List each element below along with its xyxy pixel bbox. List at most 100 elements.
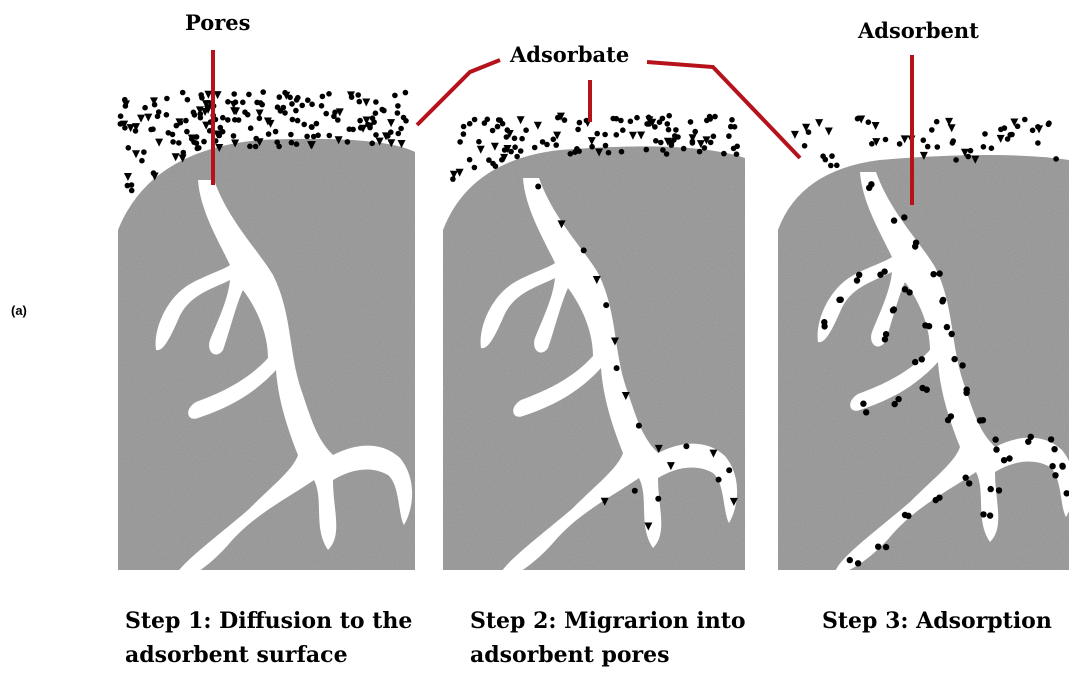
adsorbate-particle: [669, 140, 675, 146]
adsorbate-particle: [126, 145, 132, 151]
adsorbate-particle: [950, 138, 956, 144]
adsorbate-particle: [305, 97, 311, 103]
adsorbate-particle: [129, 188, 135, 194]
adsorbate-particle: [702, 145, 708, 151]
adsorbate-particle: [860, 401, 866, 407]
adsorbate-label: Adsorbate: [509, 42, 629, 67]
adsorbate-particle: [588, 137, 596, 145]
adsorbate-particle: [164, 112, 170, 118]
adsorbate-particle: [247, 144, 253, 150]
step2-caption-line1: Step 2: Migrarion into: [470, 608, 746, 634]
adsorbate-particle: [201, 139, 207, 145]
adsorbate-particle: [734, 151, 740, 157]
adsorbate-particle: [895, 396, 901, 402]
adsorbate-particle: [688, 119, 694, 125]
adsorbate-particle: [731, 146, 737, 152]
adsorbate-particle: [664, 151, 670, 157]
adsorbate-particle: [847, 557, 853, 563]
adsorbate-particle: [367, 125, 373, 131]
adsorbate-particle: [963, 475, 969, 481]
adsorbate-particle: [532, 145, 538, 151]
adsorbate-particle: [282, 110, 288, 116]
adsorbate-particle: [872, 122, 880, 130]
adsorbate-particle: [660, 116, 666, 122]
adsorbate-particle: [232, 117, 238, 123]
adsorbate-particle: [287, 95, 293, 101]
adsorbate-particle: [589, 144, 595, 150]
adsorbate-particle: [856, 272, 862, 278]
adsorbate-particle: [295, 118, 301, 124]
adsorbate-particle: [882, 336, 888, 342]
adsorbate-particle: [1035, 140, 1041, 146]
adsorbate-particle: [866, 119, 872, 125]
adsorbate-particle: [309, 124, 315, 130]
adsorbate-particle: [335, 117, 341, 123]
adsorbate-particle: [477, 146, 485, 154]
adsorbate-particle: [392, 93, 398, 99]
adsorbate-particle: [472, 165, 478, 171]
adsorbate-particle: [198, 115, 204, 121]
adsorbate-particle: [980, 511, 986, 517]
adsorbate-particle: [683, 443, 689, 449]
adsorbate-particle: [323, 111, 329, 117]
adsorbate-particle: [855, 116, 861, 122]
adsorbate-particle: [1030, 128, 1036, 134]
adsorbate-particle: [514, 154, 520, 160]
adsorbate-particle: [172, 153, 180, 161]
adsorbate-particle: [634, 115, 640, 121]
adsorbate-particle: [1001, 457, 1007, 463]
adsorbate-particle: [949, 331, 955, 337]
step2-panel: [443, 146, 745, 579]
adsorbate-particle: [396, 131, 402, 137]
adsorbate-particle: [141, 149, 147, 155]
adsorbate-particle: [327, 133, 333, 139]
adsorbate-particle: [982, 131, 988, 137]
adsorbate-particle: [122, 97, 128, 103]
adsorbate-particle: [791, 131, 799, 139]
adsorbate-particle: [225, 117, 231, 123]
adsorbate-particle: [959, 362, 965, 368]
adsorbate-particle: [505, 127, 511, 133]
adsorbate-particle: [666, 127, 672, 133]
adsorbate-particle: [485, 117, 491, 123]
adsorbate-particle: [240, 100, 246, 106]
adsorbate-particle: [697, 149, 703, 155]
adsorbate-particle: [924, 387, 930, 393]
adsorbate-particle: [1025, 439, 1031, 445]
adsorbate-particle: [132, 150, 140, 158]
adsorbate-particle: [987, 512, 993, 518]
adsorbate-particle: [906, 289, 912, 295]
adsorbate-particle: [281, 105, 287, 111]
adsorbate-particle: [534, 122, 542, 130]
adsorbate-particle: [977, 417, 983, 423]
step1-caption-line1: Step 1: Diffusion to the: [125, 608, 412, 634]
adsorbate-particle: [118, 113, 124, 119]
adsorbate-particle: [450, 176, 456, 182]
adsorbate-particle: [939, 298, 945, 304]
adsorbate-particle: [133, 128, 139, 134]
adsorbate-particle: [1052, 472, 1058, 478]
adsorbate-particle: [231, 133, 237, 139]
adsorbate-particle: [220, 115, 226, 121]
adsorbate-particle: [369, 141, 375, 147]
adsorbate-particle: [829, 153, 835, 159]
adsorbate-particle: [653, 138, 659, 144]
adsorbate-particle: [294, 141, 300, 147]
adsorbate-particle: [309, 102, 315, 108]
adsorbate-particle: [326, 91, 332, 97]
adsorbate-particle: [371, 119, 377, 125]
adsorbate-particle: [996, 487, 1002, 493]
adsorbate-particle: [953, 157, 959, 163]
adsorbate-particle: [184, 129, 190, 135]
adsorbate-particle: [518, 148, 524, 154]
adsorbate-particle: [998, 127, 1004, 133]
adsorbate-particle: [288, 132, 294, 138]
adsorbate-particle: [253, 136, 259, 142]
adsorbate-particle: [257, 116, 263, 122]
adsorbate-particle: [472, 117, 478, 123]
adsorbate-particle: [944, 324, 950, 330]
adsorbate-particle: [1006, 455, 1012, 461]
adsorbate-particle: [728, 124, 734, 130]
adsorbate-particle: [930, 271, 936, 277]
adsorbate-particle: [802, 143, 808, 149]
